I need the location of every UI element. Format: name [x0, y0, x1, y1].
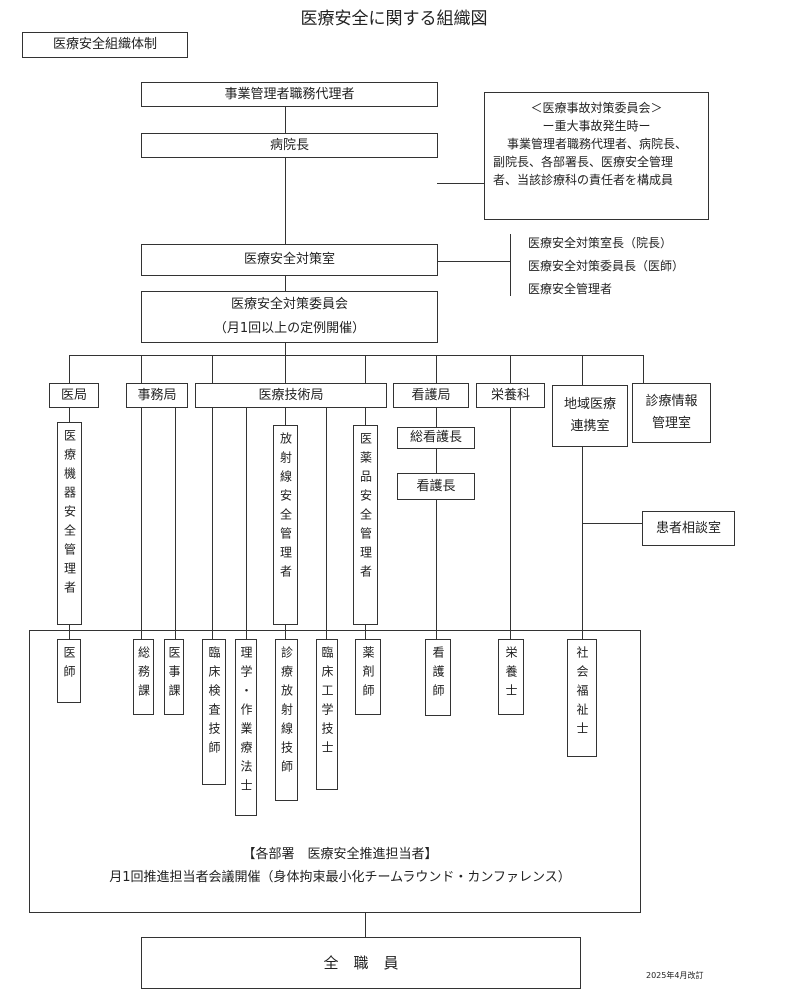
consultation-box: 患者相談室: [642, 511, 735, 546]
radiation-manager-box: 放射線安全管理者: [273, 425, 298, 625]
accident-committee-sub: ー重大事故発生時ー: [542, 119, 651, 133]
staff-therapist: 理学・作業療法士: [235, 639, 257, 816]
staff-social-worker: 社会福祉士: [567, 639, 597, 757]
accident-committee-box: ＜医療事故対策委員会＞ ー重大事故発生時ー 事業管理者職務代理者、病院長、 副院…: [484, 92, 709, 220]
staff-doctor: 医師: [57, 639, 81, 703]
page-title: 医療安全に関する組織図: [300, 9, 488, 29]
staff-radiology-tech: 診療放射線技師: [275, 639, 298, 801]
staff-nurse: 看護師: [425, 639, 451, 716]
staff-general-affairs: 総務課: [133, 639, 154, 715]
nurse-head-box: 看護長: [397, 473, 475, 500]
accident-committee-line: 副院長、各部署長、医療安全管理: [493, 155, 674, 169]
dept-nursing: 看護局: [393, 383, 469, 408]
revision-note: 2025年4月改訂: [646, 971, 704, 980]
dept-nutrition: 栄養科: [476, 383, 545, 408]
office-member: 医療安全対策委員長（医師）: [528, 259, 685, 273]
dept-admin: 事務局: [126, 383, 188, 408]
chief-nurse-box: 総看護長: [397, 427, 475, 449]
safety-office-box: 医療安全対策室: [141, 244, 438, 276]
committee-name: 医療安全対策委員会: [230, 297, 348, 312]
staff-clinical-eng: 臨床工学技士: [316, 639, 338, 790]
staff-pharmacist: 薬剤師: [355, 639, 381, 715]
accident-committee-line: 者、当該診療科の責任者を構成員: [493, 173, 674, 187]
accident-committee-line: 事業管理者職務代理者、病院長、: [507, 137, 688, 151]
accident-committee-heading: ＜医療事故対策委員会＞: [530, 101, 663, 115]
director-box: 病院長: [141, 133, 438, 158]
committee-box: 医療安全対策委員会 （月1回以上の定例開催）: [141, 291, 438, 343]
committee-schedule: （月1回以上の定例開催）: [213, 321, 366, 336]
promoters-line: 月1回推進担当者会議開催（身体拘束最小化チームラウンド・カンファレンス）: [109, 870, 571, 885]
dept-medical: 医局: [49, 383, 99, 408]
office-member: 医療安全対策室長（院長）: [528, 236, 673, 250]
promoters-frame: [29, 630, 641, 913]
office-member: 医療安全管理者: [528, 282, 613, 296]
promoters-heading: 【各部署 医療安全推進担当者】: [242, 847, 438, 862]
drug-manager-box: 医薬品安全管理者: [353, 425, 378, 625]
dept-info: 診療情報管理室: [632, 383, 711, 443]
staff-lab-tech: 臨床検査技師: [202, 639, 226, 785]
dept-technical: 医療技術局: [195, 383, 387, 408]
system-label: 医療安全組織体制: [22, 32, 188, 58]
device-manager-box: 医療機器安全管理者: [57, 422, 82, 625]
deputy-box: 事業管理者職務代理者: [141, 82, 438, 107]
staff-dietitian: 栄養士: [498, 639, 524, 715]
staff-medical-affairs: 医事課: [164, 639, 184, 715]
dept-regional: 地域医療連携室: [552, 385, 628, 447]
all-staff-box: 全 職 員: [141, 937, 581, 989]
